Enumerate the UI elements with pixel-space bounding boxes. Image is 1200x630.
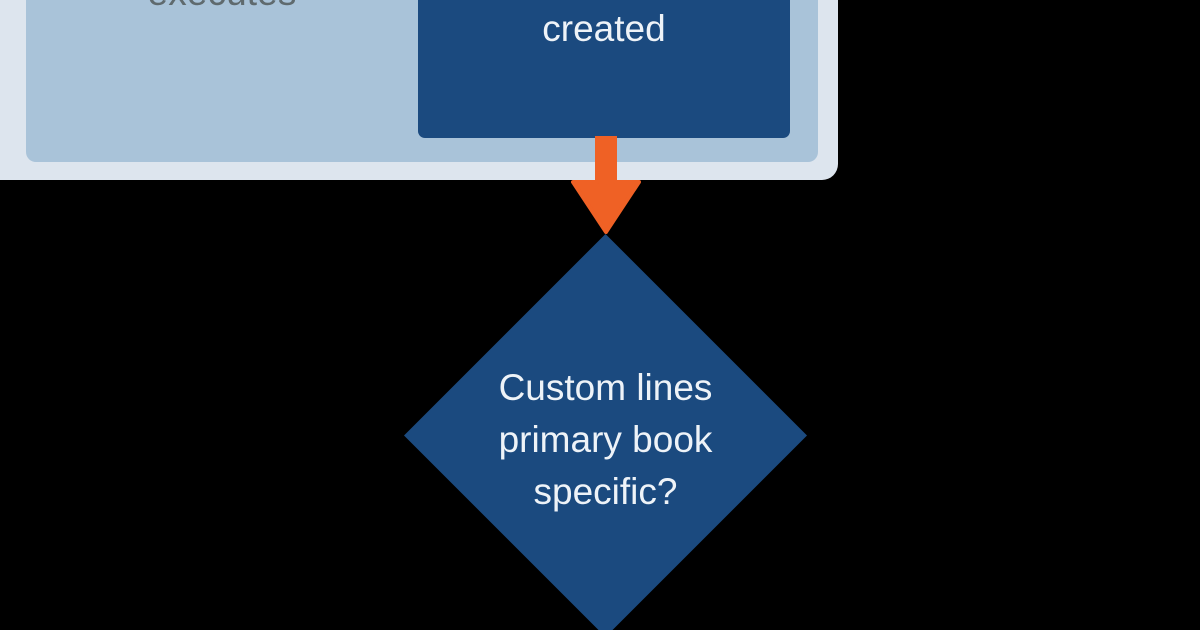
lane-label-text: implementation executes bbox=[36, 0, 408, 18]
decision-diamond-custom-lines-primary-book-specific[interactable]: Custom lines primary book specific? bbox=[404, 234, 807, 630]
process-box-custom-lines-created[interactable]: Custom lines created bbox=[418, 0, 790, 138]
process-box-label: Custom lines created bbox=[542, 8, 666, 49]
arrow-down-icon bbox=[571, 136, 641, 234]
